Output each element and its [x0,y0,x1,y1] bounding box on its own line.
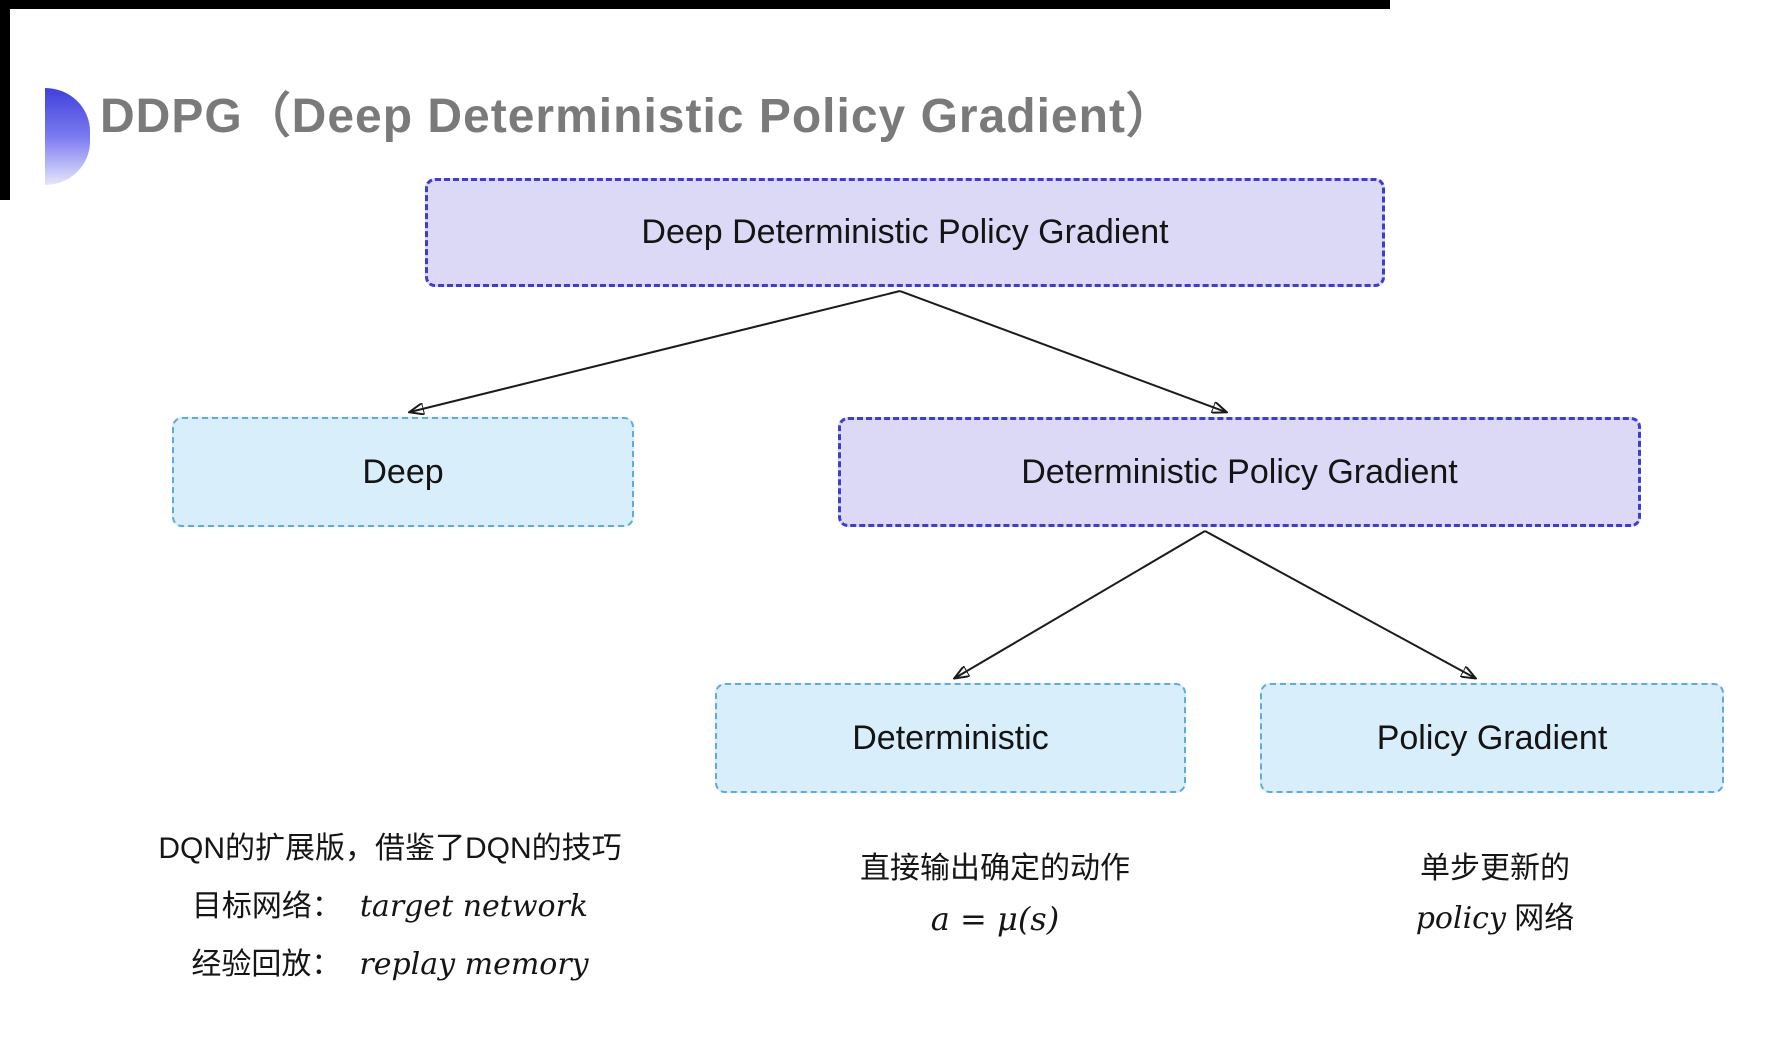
node-ddpg: Deep Deterministic Policy Gradient [425,178,1385,287]
note-policy-suffix: 网络 [1505,902,1575,935]
note-target-term: target network [359,889,589,924]
note-policy-term: policy [1415,901,1506,936]
note-dqn-line3: 经验回放： replay memory [130,936,650,994]
note-policy: 单步更新的 policy 网络 [1270,844,1720,944]
node-dpg: Deterministic Policy Gradient [838,417,1641,527]
note-dqn-line2: 目标网络： target network [130,878,650,936]
note-deterministic-line1: 直接输出确定的动作 [860,852,1130,885]
node-deterministic: Deterministic [715,683,1186,793]
node-ddpg-label: Deep Deterministic Policy Gradient [641,213,1169,251]
slide-title: DDPG（Deep Deterministic Policy Gradient） [100,90,1175,143]
frame-top-bar [0,0,1390,9]
note-policy-line2: policy 网络 [1270,894,1720,944]
frame-left-bar [0,0,10,200]
node-deterministic-label: Deterministic [852,718,1049,757]
note-deterministic: 直接输出确定的动作 a = μ(s) [770,844,1220,944]
edge-dpg-deterministic [955,530,1206,678]
note-dqn-line1: DQN的扩展版，借鉴了DQN的技巧 [158,832,622,865]
node-policy-gradient: Policy Gradient [1260,683,1724,793]
note-policy-line1: 单步更新的 [1420,852,1570,885]
node-policy-gradient-label: Policy Gradient [1376,718,1608,757]
note-target-label: 目标网络： [191,890,342,923]
note-dqn: DQN的扩展版，借鉴了DQN的技巧 目标网络： target network 经验… [130,820,650,994]
note-replay-label: 经验回放： [191,948,342,981]
note-replay-term: replay memory [359,947,589,982]
note-deterministic-formula: a = μ(s) [930,900,1060,938]
node-deep-label: Deep [362,452,444,491]
edge-ddpg-dpg [899,290,1226,412]
title-bullet-icon [45,88,90,185]
edge-ddpg-deep [410,290,901,412]
edge-dpg-policy-gradient [1204,530,1475,678]
node-dpg-label: Deterministic Policy Gradient [1021,452,1458,491]
node-deep: Deep [172,417,634,527]
